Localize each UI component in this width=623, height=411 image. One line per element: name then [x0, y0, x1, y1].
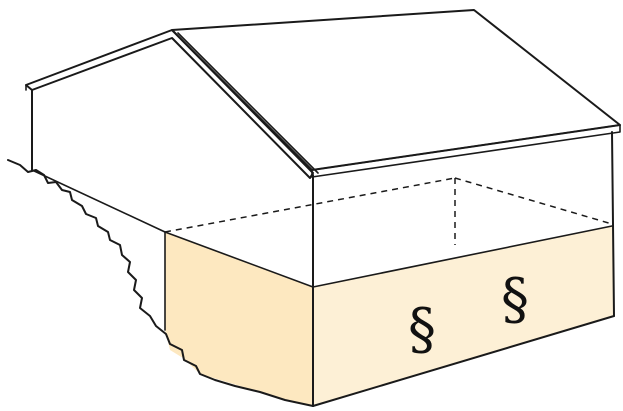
front-bottom-edge: [312, 315, 615, 407]
roof-gable-edge: [177, 32, 319, 174]
hidden-edge-back: [164, 177, 456, 233]
section-sign-left: §: [408, 297, 436, 362]
side-wall-base-edge: [31, 169, 166, 233]
hidden-edge-right: [454, 177, 613, 225]
ground-line-side: [164, 231, 314, 288]
ground-line-front: [312, 225, 613, 288]
front-right-corner: [611, 131, 615, 317]
side-wall-fill: [165, 232, 313, 406]
section-sign-right: §: [501, 267, 529, 332]
roof-eave-strip: [311, 124, 621, 178]
roof-right-plane: [171, 9, 621, 171]
front-wall-fill: [313, 226, 614, 406]
roof-left-plane: [25, 29, 314, 179]
